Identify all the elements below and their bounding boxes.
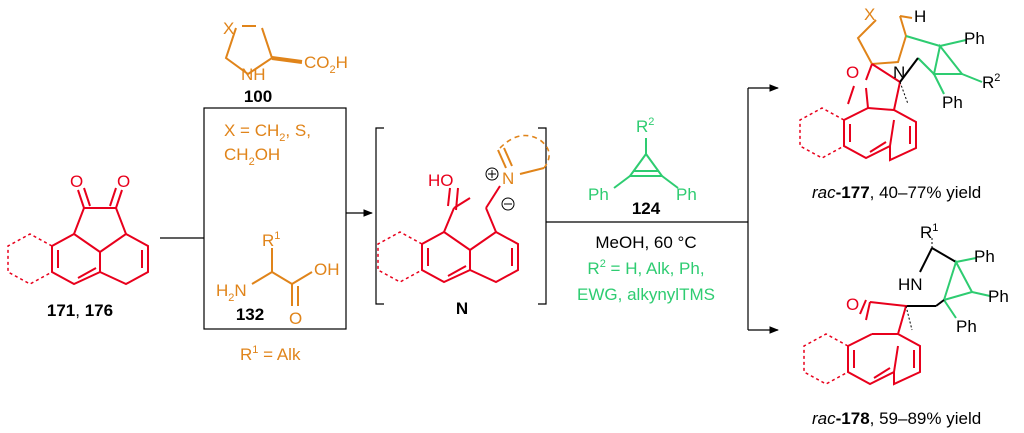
bracket-left [375, 127, 384, 305]
product-178-pyrrolidine [906, 247, 957, 307]
reagent-132-h: H [216, 281, 228, 300]
svg-text:rac-177, 40–77% yield: rac-177, 40–77% yield [812, 183, 981, 202]
intermediate-iminium-ring [497, 134, 550, 175]
product-178-ph3: Ph [956, 317, 977, 336]
product-177-ph1: Ph [964, 29, 985, 48]
product-178-r: R [920, 223, 932, 242]
label-177-yield: , 40–77% yield [870, 183, 982, 202]
x-def-line1-sub: 2 [279, 132, 285, 144]
r1-def-sup: 1 [252, 344, 258, 356]
svg-text:R1: R1 [920, 222, 938, 242]
product-178-hn: HN [898, 275, 923, 294]
svg-text:R1 = Alk: R1 = Alk [240, 344, 301, 364]
product-177-core [843, 63, 917, 162]
product-178-ph1: Ph [974, 247, 995, 266]
svg-text:R1: R1 [262, 230, 280, 250]
svg-text:CO2H: CO2H [304, 53, 348, 76]
label-178-rac: rac [812, 409, 836, 428]
reagent-124-ph-left: Ph [588, 185, 609, 204]
intermediate-label: N [456, 299, 468, 318]
intermediate-fused-ring [377, 231, 423, 283]
r1-def-tail: = Alk [258, 345, 301, 364]
x-def-line2-tail: OH [255, 145, 281, 164]
product-178-core [847, 299, 921, 386]
product-177-fused-ring [799, 107, 845, 159]
reagent-132-n: N [234, 281, 246, 300]
intermediate-ho: HO [428, 171, 454, 190]
product-177-cyclopropane [905, 35, 983, 95]
product-177-h: H [914, 7, 926, 26]
intermediate-structure [421, 187, 519, 284]
svg-text:rac-178, 59–89% yield: rac-178, 59–89% yield [812, 409, 981, 428]
reagent-132-h-sub: 2 [228, 292, 234, 304]
conditions-line2-tail: = H, Alk, Ph, [606, 259, 705, 278]
reagent-124-number: 124 [632, 199, 661, 218]
reagent-100-number: 100 [244, 87, 272, 106]
reagent-124-r: R [636, 117, 648, 136]
product-178-r-sup: 1 [932, 222, 938, 234]
label-177-rac: rac [812, 183, 836, 202]
reagent-100-x: X [223, 19, 234, 38]
r1-def: R [240, 345, 252, 364]
reagent-132-r-sup: 1 [274, 230, 280, 242]
x-def-line2-sub: 2 [249, 156, 255, 168]
svg-text:CH2OH: CH2OH [224, 145, 280, 168]
product-177-ph2: Ph [942, 93, 963, 112]
reagent-132-r: R [262, 231, 274, 250]
conditions-r-sup: 2 [600, 258, 606, 270]
starting-material-fused-ring [7, 233, 53, 285]
product-177-pyrrolizine [856, 15, 913, 66]
product-178-o: O [846, 295, 859, 314]
reagent-132-o: O [289, 309, 302, 328]
reagent-124-r-sup: 2 [648, 116, 654, 128]
label-177-num: -177 [836, 183, 870, 202]
label-176: 176 [85, 301, 113, 320]
reagent-100-co2-h: H [336, 53, 348, 72]
conditions-line3: EWG, alkynylTMS [577, 285, 715, 304]
product-177-r: R [982, 73, 994, 92]
x-def-line1-tail: , S, [285, 121, 311, 140]
reagent-132-structure [251, 248, 313, 306]
svg-text:X = CH2, S,: X = CH2, S, [224, 121, 311, 144]
reagent-124-ph-right: Ph [676, 185, 697, 204]
conditions-r: R [587, 259, 599, 278]
label-178-num: -178 [836, 409, 870, 428]
product-177-r-sup: 2 [994, 72, 1000, 84]
reagent-132-number: 132 [236, 305, 264, 324]
starting-material-structure [51, 187, 149, 286]
label-sep: , [75, 301, 84, 320]
reagent-132-oh: OH [314, 260, 340, 279]
product-178-ph2: Ph [988, 287, 1009, 306]
reagent-100-co2: CO [304, 53, 330, 72]
starting-material-o1: O [70, 172, 83, 191]
plus-charge-icon [485, 167, 499, 181]
product-177-o: O [846, 63, 859, 82]
reagent-100-nh: NH [241, 65, 266, 84]
x-def-line2: CH [224, 145, 249, 164]
minus-charge-icon [501, 197, 515, 211]
label-178-yield: , 59–89% yield [870, 409, 982, 428]
product-178-fused-ring [803, 333, 849, 385]
svg-text:R2 = H, Alk, Ph,: R2 = H, Alk, Ph, [587, 258, 704, 278]
intermediate-n: N [502, 169, 514, 188]
starting-material-o2: O [117, 172, 130, 191]
reagent-100-co2-sub: 2 [330, 64, 336, 76]
svg-text:R2: R2 [636, 116, 654, 136]
reagent-box [203, 107, 347, 330]
product-177-n: N [893, 63, 905, 82]
product-178-cyclopropane [942, 257, 991, 319]
x-def-line1: X = CH [224, 121, 279, 140]
bracket-right [538, 127, 547, 305]
reagent-124-structure [613, 138, 679, 189]
svg-text:H2N: H2N [216, 281, 247, 304]
label-171: 171 [47, 301, 75, 320]
svg-text:R2: R2 [982, 72, 1000, 92]
svg-text:171, 176: 171, 176 [47, 301, 113, 320]
conditions-line1: MeOH, 60 °C [595, 233, 696, 252]
reagent-100-structure [224, 25, 303, 76]
product-177-x: X [864, 5, 875, 24]
